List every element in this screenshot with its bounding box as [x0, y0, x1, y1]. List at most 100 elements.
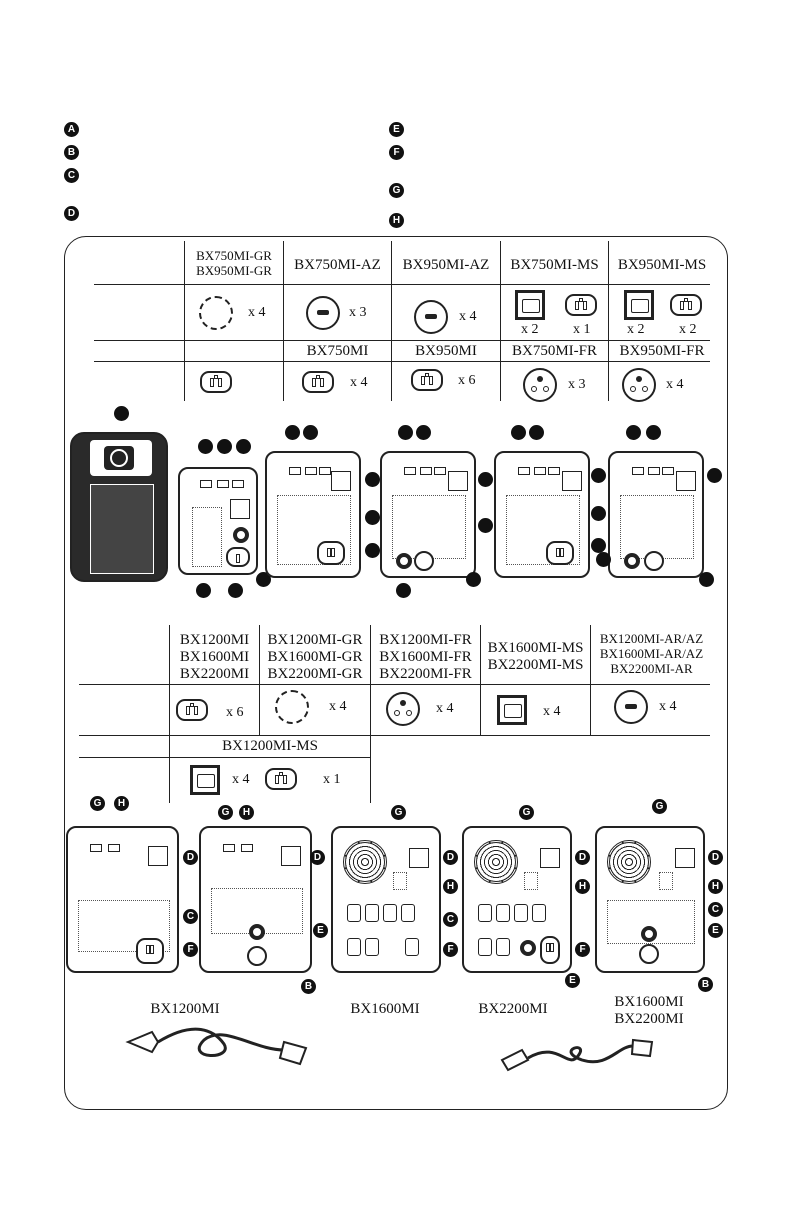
- marker: [478, 518, 493, 533]
- power-cable-icon: [125, 1027, 308, 1066]
- marker-f: F: [443, 942, 458, 957]
- count: x 4: [350, 375, 368, 390]
- t1-header-750az: BX750MI-AZ: [294, 257, 381, 273]
- t1-header-750ms: BX750MI-MS: [510, 257, 599, 273]
- ups-back-illustration: [494, 451, 590, 578]
- ups-back-illustration: [462, 826, 572, 973]
- t1-header-gr: BX750MI-GR BX950MI-GR: [196, 248, 272, 278]
- t2-rule: [79, 684, 710, 685]
- marker: [707, 468, 722, 483]
- ups-back-illustration: [66, 826, 179, 973]
- count: x 4: [436, 701, 454, 716]
- count: x 2: [627, 322, 645, 337]
- t2-divider: [370, 625, 371, 735]
- marker-h: H: [239, 805, 254, 820]
- t1-header-950az: BX950MI-AZ: [402, 257, 490, 273]
- count: x 4: [232, 772, 250, 787]
- t1-divider: [500, 241, 501, 401]
- caption-bx1200: BX1200MI: [150, 1001, 220, 1017]
- marker-f: F: [183, 942, 198, 957]
- t1-rule: [94, 340, 710, 341]
- marker-g: G: [391, 805, 406, 820]
- schuko-outlet-icon: [275, 690, 309, 724]
- count: x 4: [248, 305, 266, 320]
- marker: [478, 472, 493, 487]
- iec-outlet-icon: [302, 371, 334, 393]
- caption-bx1600-2200: BX1600MI BX2200MI: [614, 994, 684, 1027]
- marker: [114, 406, 129, 421]
- iec-outlet-icon: [265, 768, 297, 790]
- iec-outlet-icon: [411, 369, 443, 391]
- caption-bx1600: BX1600MI: [350, 1001, 420, 1017]
- marker: [256, 572, 271, 587]
- count: x 2: [679, 322, 697, 337]
- marker-c: C: [708, 902, 723, 917]
- iec-outlet-icon: [176, 699, 208, 721]
- count: x 6: [226, 705, 244, 720]
- marker-g: G: [90, 796, 105, 811]
- t1-rule: [94, 361, 710, 362]
- marker-d: D: [310, 850, 325, 865]
- count: x 3: [568, 377, 586, 392]
- marker: [365, 543, 380, 558]
- legend-marker-f: F: [389, 145, 404, 160]
- iec-outlet-icon: [200, 371, 232, 393]
- ups-back-illustration: [595, 826, 705, 973]
- count: x 4: [666, 377, 684, 392]
- marker: [699, 572, 714, 587]
- marker: [198, 439, 213, 454]
- ups-back-illustration: [608, 451, 704, 578]
- ups-back-illustration: [331, 826, 441, 973]
- marker: [228, 583, 243, 598]
- count: x 4: [459, 309, 477, 324]
- marker: [217, 439, 232, 454]
- marker: [396, 583, 411, 598]
- marker: [236, 439, 251, 454]
- marker-h: H: [114, 796, 129, 811]
- marker: [303, 425, 318, 440]
- count: x 2: [521, 322, 539, 337]
- count: x 4: [329, 699, 347, 714]
- t1-header-950ms: BX950MI-MS: [617, 257, 707, 273]
- universal-outlet-icon: [497, 695, 527, 725]
- ups-back-illustration: [380, 451, 476, 578]
- t2-header-std: BX1200MI BX1600MI BX2200MI: [179, 632, 250, 682]
- az-outlet-icon: [306, 296, 340, 330]
- az-outlet-icon: [614, 690, 648, 724]
- t1-rule: [94, 284, 710, 285]
- marker-b: B: [301, 979, 316, 994]
- t1-divider: [608, 241, 609, 401]
- marker: [285, 425, 300, 440]
- marker-d: D: [183, 850, 198, 865]
- diagram-frame: [64, 236, 728, 1110]
- marker: [596, 552, 611, 567]
- schuko-outlet-icon: [199, 296, 233, 330]
- t2-rule: [79, 757, 370, 758]
- marker: [626, 425, 641, 440]
- ups-back-illustration: [199, 826, 312, 973]
- t2-header-ar: BX1200MI-AR/AZ BX1600MI-AR/AZ BX2200MI-A…: [599, 631, 704, 676]
- iec-outlet-icon: [565, 294, 597, 316]
- t2-header-ms: BX1600MI-MS BX2200MI-MS: [487, 640, 584, 673]
- marker: [416, 425, 431, 440]
- t2-header-1200ms: BX1200MI-MS: [222, 738, 318, 754]
- marker-h: H: [575, 879, 590, 894]
- marker: [466, 572, 481, 587]
- marker: [365, 472, 380, 487]
- marker: [529, 425, 544, 440]
- count: x 1: [323, 772, 341, 787]
- french-outlet-icon: [523, 368, 557, 402]
- usb-cable-icon: [500, 1038, 654, 1072]
- count: x 4: [543, 704, 561, 719]
- t1-header-750fr: BX750MI-FR: [511, 343, 597, 359]
- universal-outlet-icon: [624, 290, 654, 320]
- legend-marker-g: G: [389, 183, 404, 198]
- marker: [591, 506, 606, 521]
- universal-outlet-icon: [190, 765, 220, 795]
- ups-front-illustration: [70, 432, 168, 582]
- marker-g: G: [218, 805, 233, 820]
- marker-c: C: [443, 912, 458, 927]
- marker-h: H: [708, 879, 723, 894]
- legend-marker-e: E: [389, 122, 404, 137]
- count: x 6: [458, 373, 476, 388]
